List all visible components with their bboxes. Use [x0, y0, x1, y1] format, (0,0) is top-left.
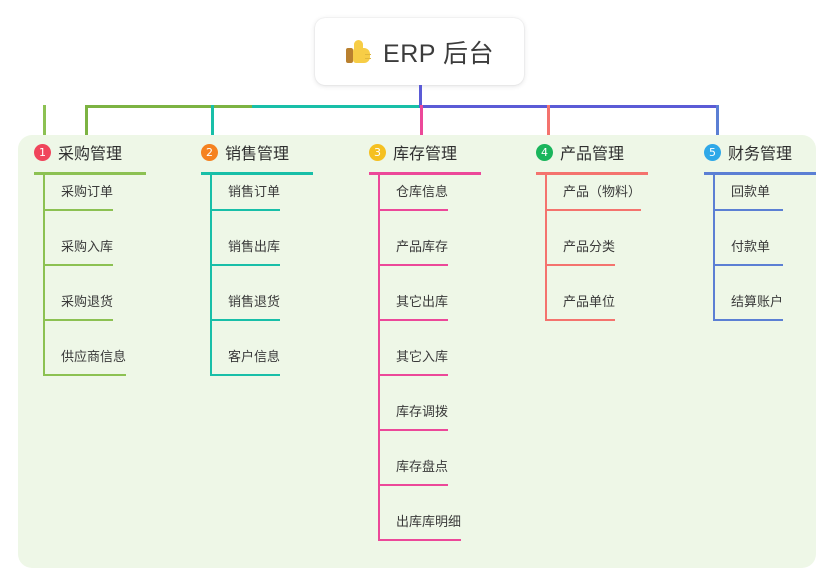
leaf-rule — [545, 319, 615, 321]
leaf-label: 库存调拨 — [396, 404, 449, 419]
leaf-label: 库存盘点 — [396, 459, 449, 474]
bus-segment-green — [85, 105, 253, 108]
leaf-label: 采购订单 — [61, 184, 114, 199]
branch-title-5: 财务管理 — [728, 146, 793, 163]
branch-header-5[interactable]: 5 财务管理 — [688, 135, 792, 169]
leaf-label: 产品单位 — [563, 294, 616, 309]
leaf-label: 其它入库 — [396, 349, 449, 364]
branch-rail-2 — [210, 172, 212, 376]
branch-drop-3 — [420, 105, 423, 137]
branch-header-rule-2 — [201, 172, 313, 175]
branch-badge-3: 3 — [369, 143, 386, 161]
thumbs-up-icon — [345, 38, 373, 66]
leaf-rule — [713, 319, 783, 321]
leaf-label: 回款单 — [731, 184, 771, 199]
root-node-card[interactable]: ERP 后台 — [315, 18, 524, 85]
leaf-label: 采购退货 — [61, 294, 114, 309]
leaf-label: 结算账户 — [731, 294, 784, 309]
root-title: ERP 后台 — [383, 39, 494, 68]
leaf-rule — [545, 209, 641, 211]
leaf-label: 产品库存 — [396, 239, 449, 254]
branch-panel: 1 采购管理采购订单采购入库采购退货供应商信息 2 销售管理销售订单销售出库销售退货客… — [18, 135, 816, 568]
leaf-label: 产品分类 — [563, 239, 616, 254]
branch-badge-2: 2 — [201, 143, 218, 161]
branch-title-4: 产品管理 — [560, 146, 625, 163]
branch-badge-5: 5 — [704, 143, 721, 161]
branch-header-rule-1 — [34, 172, 146, 175]
branch-header-2[interactable]: 2 销售管理 — [185, 135, 289, 169]
leaf-label: 客户信息 — [228, 349, 281, 364]
leaf-rule — [378, 264, 448, 266]
bus-segment-teal — [252, 105, 421, 108]
leaf-rule — [713, 264, 783, 266]
branch-header-rule-5 — [704, 172, 816, 175]
leaf-rule — [378, 209, 448, 211]
branch-header-rule-4 — [536, 172, 648, 175]
branch-rail-3 — [378, 172, 380, 541]
branch-header-1[interactable]: 1 采购管理 — [18, 135, 122, 169]
branch-title-1: 采购管理 — [58, 146, 123, 163]
leaf-rule — [210, 319, 280, 321]
leaf-label: 出库库明细 — [396, 514, 462, 529]
leaf-rule — [378, 374, 448, 376]
leaf-rule — [210, 264, 280, 266]
leaf-rule — [713, 209, 783, 211]
leaf-rule — [210, 209, 280, 211]
leaf-label: 产品（物料） — [563, 184, 642, 199]
leaf-rule — [43, 319, 113, 321]
leaf-label: 采购入库 — [61, 239, 114, 254]
branch-column-3: 3 库存管理仓库信息产品库存其它出库其它入库库存调拨库存盘点出库库明细 — [353, 135, 481, 541]
branch-column-1: 1 采购管理采购订单采购入库采购退货供应商信息 — [18, 135, 146, 376]
branch-rail-4 — [545, 172, 547, 321]
leaf-rule — [378, 539, 461, 541]
branch-column-5: 5 财务管理回款单付款单结算账户 — [688, 135, 816, 321]
leaf-label: 付款单 — [731, 239, 771, 254]
leaf-rule — [43, 209, 113, 211]
leaf-label: 仓库信息 — [396, 184, 449, 199]
branch-badge-4: 4 — [536, 143, 553, 161]
leaf-rule — [378, 484, 448, 486]
leaf-rule — [378, 429, 448, 431]
branch-column-2: 2 销售管理销售订单销售出库销售退货客户信息 — [185, 135, 313, 376]
branch-badge-1: 1 — [34, 143, 51, 161]
branch-column-4: 4 产品管理产品（物料） 产品分类产品单位 — [520, 135, 648, 321]
root-stem-connector — [419, 85, 422, 107]
branch-title-3: 库存管理 — [393, 146, 458, 163]
leaf-rule — [210, 374, 280, 376]
leaf-label: 销售订单 — [228, 184, 281, 199]
leaf-rule — [378, 319, 448, 321]
branch-title-2: 销售管理 — [225, 146, 290, 163]
leaf-label: 销售退货 — [228, 294, 281, 309]
leaf-label: 销售出库 — [228, 239, 281, 254]
leaf-rule — [43, 374, 126, 376]
branch-header-3[interactable]: 3 库存管理 — [353, 135, 457, 169]
branch-drop-5 — [716, 105, 719, 137]
branch-drop-1 — [43, 105, 46, 137]
branch-header-4[interactable]: 4 产品管理 — [520, 135, 624, 169]
branch-rail-1 — [43, 172, 45, 376]
bus-segment-blue — [419, 105, 719, 108]
branch-drop-4 — [547, 105, 550, 137]
branch-drop-2 — [211, 105, 214, 137]
leaf-label: 供应商信息 — [61, 349, 127, 364]
leaf-rule — [545, 264, 615, 266]
leaf-label: 其它出库 — [396, 294, 449, 309]
bus-elbow-left — [85, 105, 88, 137]
branch-rail-5 — [713, 172, 715, 321]
branch-header-rule-3 — [369, 172, 481, 175]
leaf-rule — [43, 264, 113, 266]
